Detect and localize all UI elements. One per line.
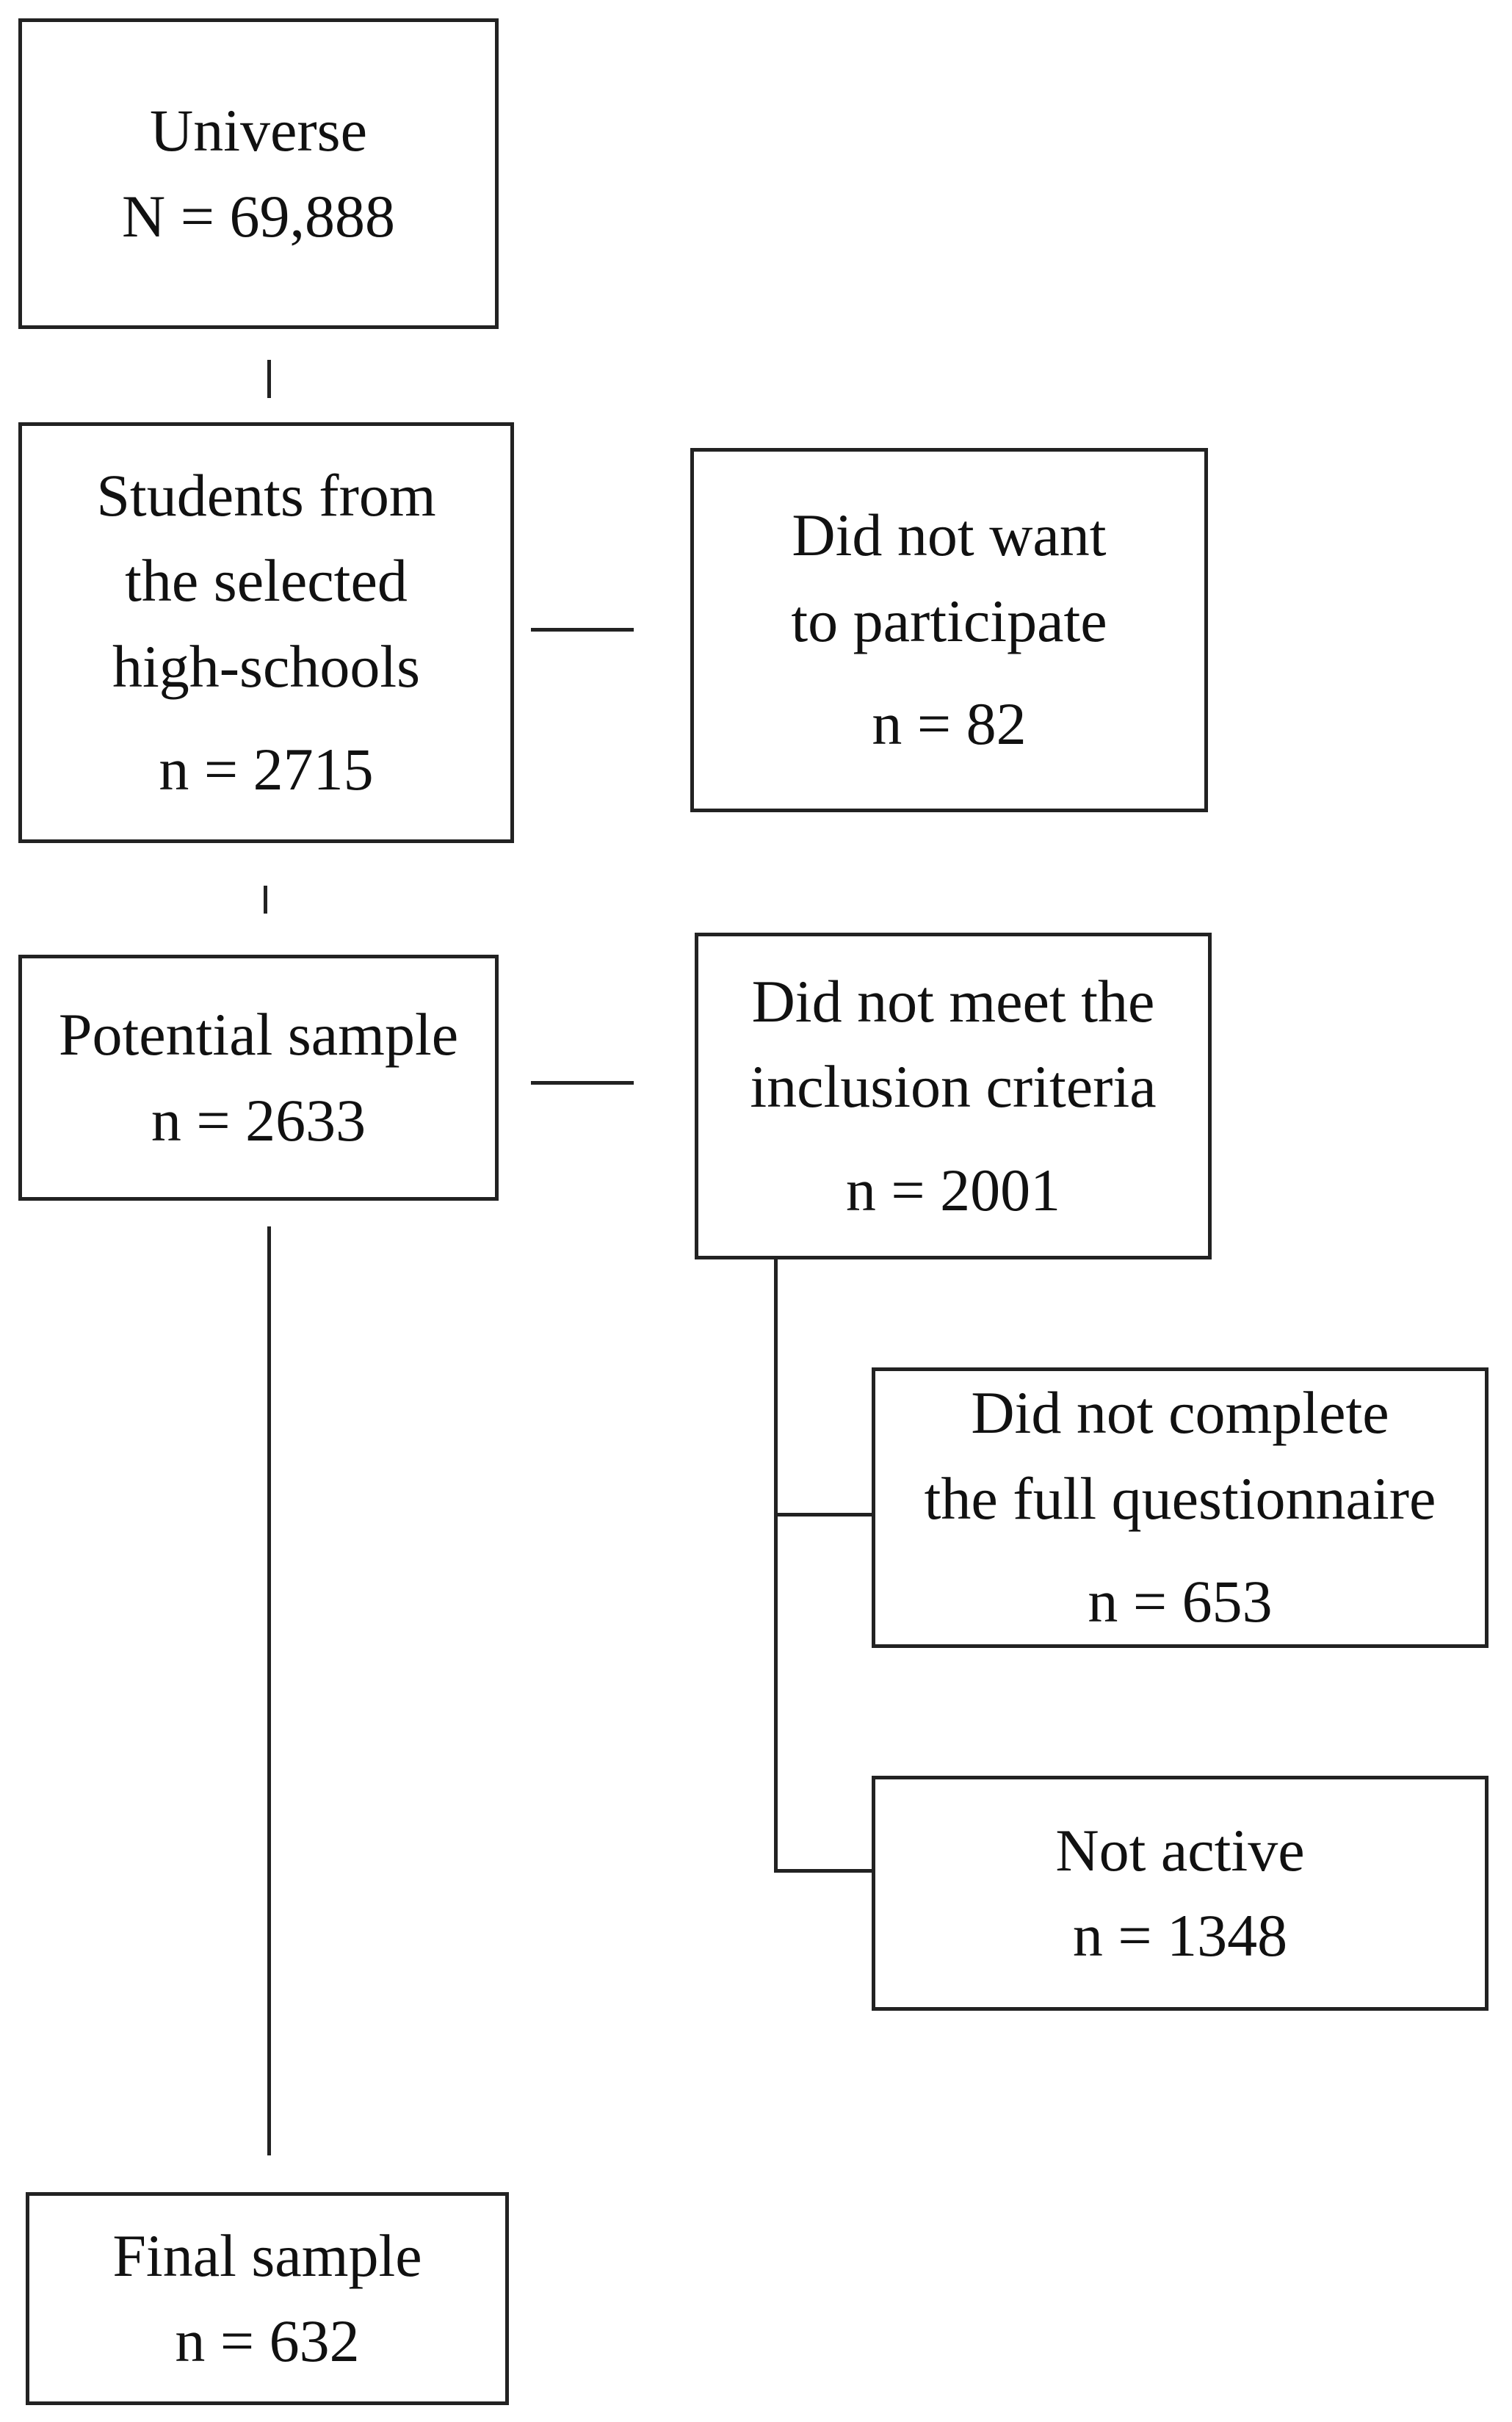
connector-students-potential [264,886,267,914]
universe-line-2: N = 69,888 [122,182,395,250]
did-not-meet-line-2: inclusion criteria [750,1053,1157,1121]
connector-to-not-active [774,1869,872,1873]
final-line-2: n = 632 [175,2307,360,2374]
students-line-2: the selected [125,547,408,615]
did-not-meet-line-1: Did not meet the [751,967,1155,1035]
did-not-want-line-1: Did not want [792,502,1107,569]
did-not-want-count: n = 82 [872,690,1027,758]
final-sample-box: Final sample n = 632 [26,2192,509,2405]
students-count: n = 2715 [159,735,374,803]
not-active-line-2: n = 1348 [1072,1902,1288,1969]
connector-potential-final [267,1226,271,2155]
did-not-want-line-2: to participate [791,587,1107,654]
students-line-1: Students from [96,461,436,529]
did-not-want-box: Did not want to participate n = 82 [690,448,1208,812]
potential-line-2: n = 2633 [151,1086,366,1154]
not-active-box: Not active n = 1348 [872,1776,1489,2011]
connector-to-did-not-complete [774,1513,872,1517]
universe-box: Universe N = 69,888 [18,18,499,329]
final-line-1: Final sample [112,2222,422,2289]
students-line-3: high-schools [112,632,421,700]
did-not-meet-box: Did not meet the inclusion criteria n = … [695,933,1212,1259]
did-not-complete-box: Did not complete the full questionnaire … [872,1367,1489,1648]
did-not-meet-count: n = 2001 [845,1156,1061,1223]
potential-sample-box: Potential sample n = 2633 [18,955,499,1201]
did-not-complete-line-1: Did not complete [971,1379,1389,1447]
potential-line-1: Potential sample [58,1001,459,1069]
did-not-complete-line-2: the full questionnaire [924,1464,1436,1532]
universe-line-1: Universe [149,97,367,165]
connector-students-did-not-want [531,628,634,632]
students-box: Students from the selected high-schools … [18,422,514,843]
connector-did-not-meet-trunk [774,1257,778,1873]
not-active-line-1: Not active [1055,1816,1305,1884]
connector-potential-did-not-meet [531,1081,634,1085]
did-not-complete-count: n = 653 [1088,1568,1273,1635]
connector-universe-students [267,360,271,398]
